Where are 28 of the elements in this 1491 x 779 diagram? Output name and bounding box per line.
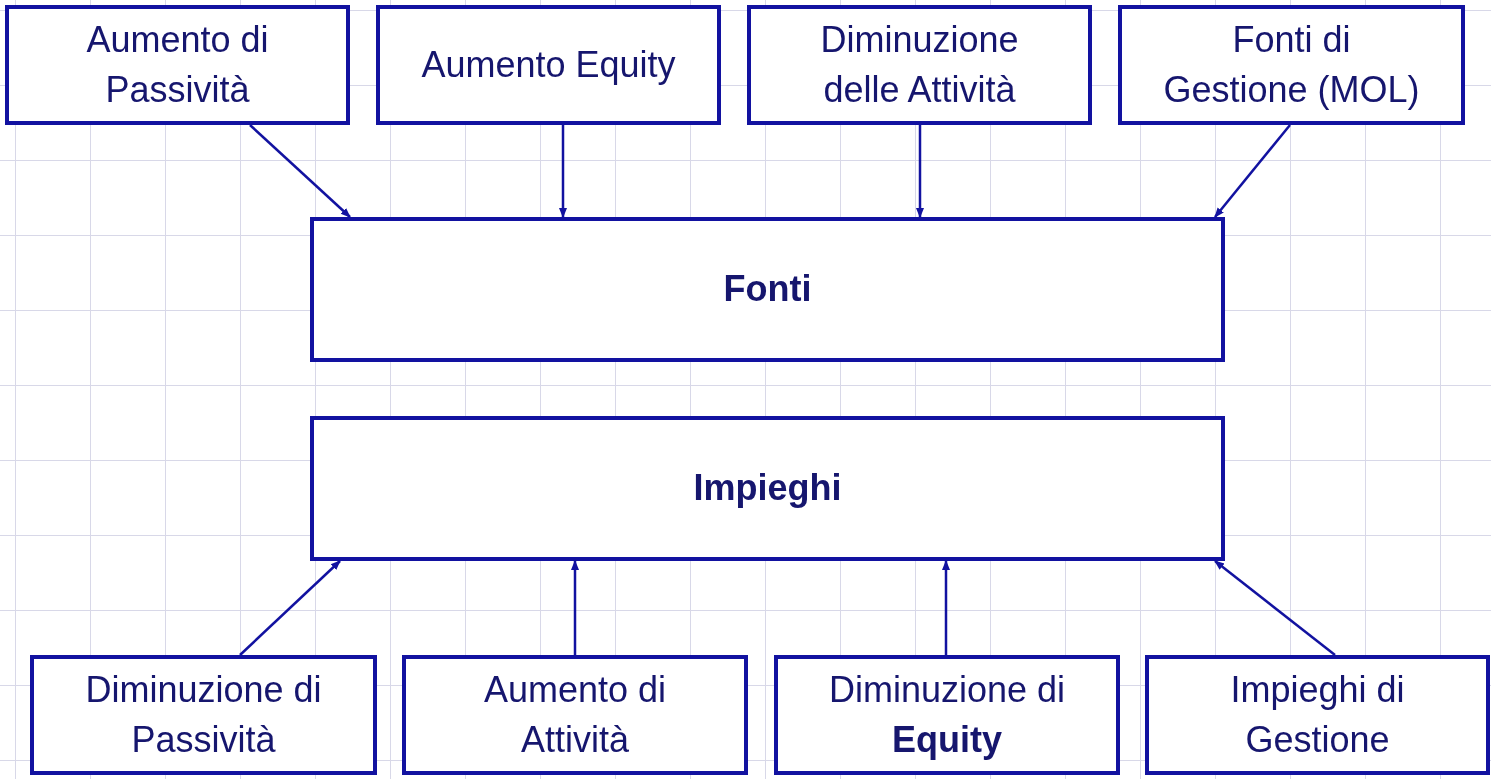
box-label: Diminuzione di Passività <box>84 667 323 762</box>
box <box>774 655 1120 775</box>
box-title: Impieghi <box>692 466 843 511</box>
box <box>376 5 721 125</box>
arrow <box>571 560 579 655</box>
arrow <box>559 125 567 218</box>
box <box>1145 655 1490 775</box>
box <box>402 655 748 775</box>
arrow <box>239 560 341 656</box>
arrow <box>249 124 351 218</box>
box <box>747 5 1092 125</box>
box <box>1118 5 1465 125</box>
box-label: Aumento Equity <box>420 42 677 87</box>
arrow <box>916 125 924 218</box>
box-label: Diminuzione di Equity <box>827 667 1067 762</box>
arrow <box>1214 560 1336 656</box>
box-label: Aumento di Passività <box>85 17 270 112</box>
box-label: Diminuzione delle Attività <box>819 17 1020 112</box>
arrow <box>1214 124 1291 218</box>
box-label: Impieghi di Gestione <box>1229 667 1406 762</box>
box <box>310 416 1225 561</box>
box-label: Fonti di Gestione (MOL) <box>1162 17 1421 112</box>
box <box>5 5 350 125</box>
box <box>310 217 1225 362</box>
box <box>30 655 377 775</box>
arrow <box>942 560 950 655</box>
box-title: Fonti <box>722 267 813 312</box>
box-label: Aumento di Attività <box>482 667 668 762</box>
